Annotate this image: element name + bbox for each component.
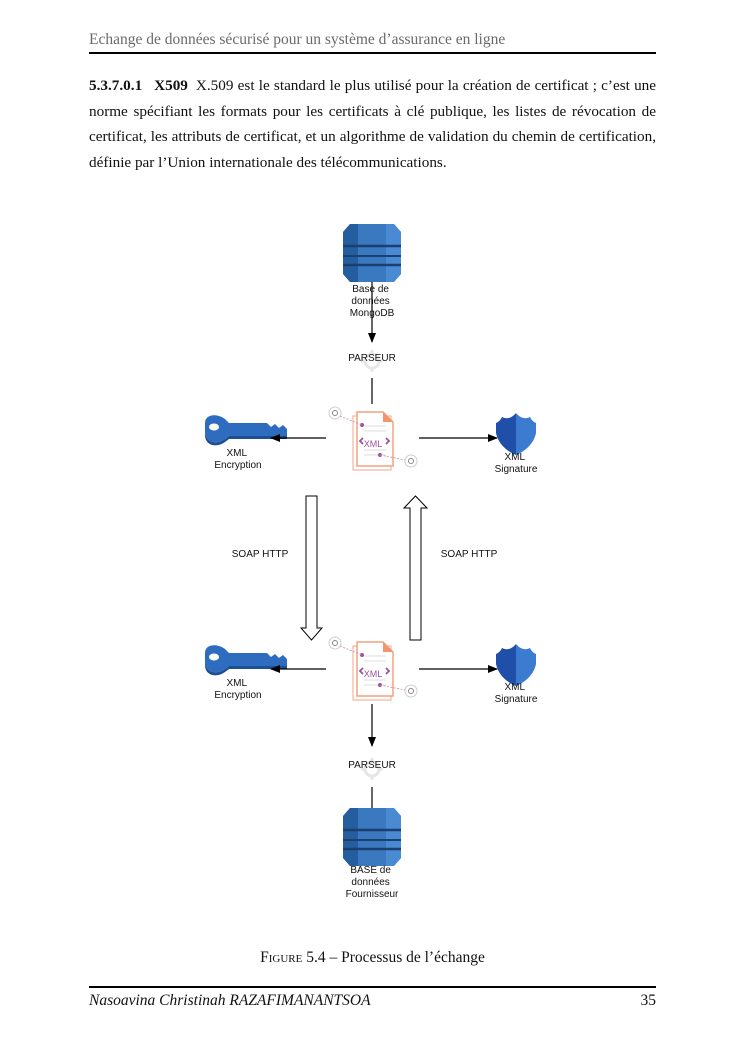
key-icon <box>205 415 287 446</box>
top-parser-label: PARSEUR <box>348 353 396 364</box>
bottom-signature-label: XML Signature <box>495 682 538 705</box>
left-soap-label: SOAP HTTP <box>232 549 289 560</box>
top-db-label: Base de données MongoDB <box>350 284 395 319</box>
top-xml-badge: XML <box>364 439 383 449</box>
database-icon <box>341 222 403 284</box>
footer-rule <box>89 986 656 988</box>
section-text: X.509 est le standard le plus utilisé po… <box>89 77 656 171</box>
right-soap-label: SOAP HTTP <box>441 549 498 560</box>
arrow-up-icon <box>402 495 429 641</box>
figure-caption: Figure 5.4 – Processus de l’échange <box>0 949 745 967</box>
bottom-db-label: BASE de données Fournisseur <box>346 865 399 900</box>
header-rule <box>89 52 656 54</box>
figure-prefix: Figure <box>260 949 303 966</box>
page-number: 35 <box>640 992 657 1009</box>
shield-icon <box>496 413 536 455</box>
running-title: Echange de données sécurisé pour un syst… <box>89 31 506 48</box>
figure-number: 5.4 <box>306 949 326 966</box>
section-number: 5.3.7.0.1 <box>89 77 143 94</box>
figure-separator: – <box>325 949 342 966</box>
key-icon <box>205 645 287 676</box>
bottom-parser-label: PARSEUR <box>348 760 396 771</box>
arrow-down-icon <box>299 495 324 641</box>
top-encryption-label: XML Encryption <box>214 448 261 471</box>
section-title: X509 <box>154 77 188 94</box>
bottom-encryption-label: XML Encryption <box>214 678 261 701</box>
figure-title: Processus de l’échange <box>341 949 485 966</box>
bottom-xml-badge: XML <box>364 669 383 679</box>
database-icon <box>341 806 403 868</box>
shield-icon <box>496 644 536 686</box>
footer-author: Nasoavina Christinah RAZAFIMANANTSOA <box>89 992 371 1009</box>
top-signature-label: XML Signature <box>495 452 538 475</box>
